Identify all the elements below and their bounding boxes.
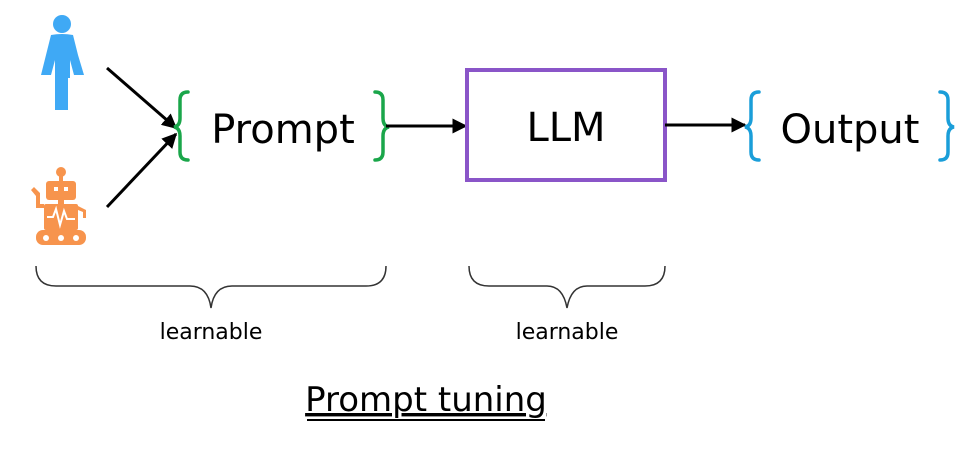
person-icon <box>41 15 84 110</box>
llm-group-brace <box>468 265 666 309</box>
arrow-person-to-prompt <box>106 66 178 130</box>
llm-box <box>465 68 667 182</box>
output-right-brace <box>938 90 955 162</box>
diagram-caption: Prompt tuning <box>305 380 547 420</box>
arrow-robot-to-prompt <box>105 132 178 209</box>
llm-group-label: learnable <box>516 320 619 345</box>
prompt-group-brace <box>35 265 387 309</box>
llm-label: LLM <box>526 105 605 151</box>
output-left-brace <box>744 90 761 162</box>
prompt-group-label: learnable <box>160 320 263 345</box>
robot-icon <box>31 167 86 245</box>
output-label: Output <box>781 107 920 153</box>
prompt-left-brace <box>173 90 190 162</box>
prompt-label: Prompt <box>211 107 355 153</box>
